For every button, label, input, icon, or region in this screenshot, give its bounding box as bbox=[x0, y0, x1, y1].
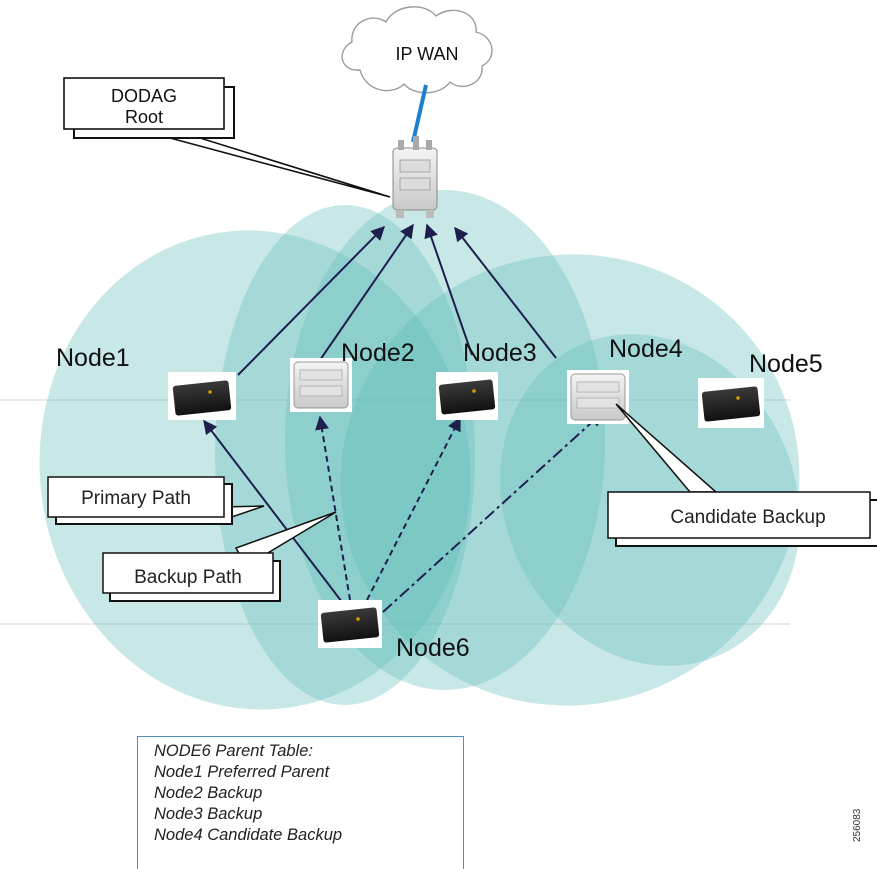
ip-wan-cloud: IP WAN bbox=[341, 6, 493, 94]
node1-label: Node1 bbox=[56, 344, 130, 372]
backup-path-arrow-node3 bbox=[366, 416, 461, 601]
node6: Node6 bbox=[318, 600, 470, 662]
primary-path-callout: Primary Path bbox=[47, 476, 265, 525]
node2: Node2 bbox=[290, 339, 415, 412]
parent-table-row-node4: Node4 Candidate Backup bbox=[154, 826, 343, 844]
primary-path-arrow bbox=[203, 419, 343, 603]
coverage-area-node4 bbox=[340, 254, 800, 706]
parent-table-row-node1: Node1 Preferred Parent bbox=[154, 763, 330, 781]
node1: Node1 bbox=[56, 344, 236, 420]
node2-label: Node2 bbox=[341, 339, 415, 367]
node5: Node5 bbox=[698, 350, 823, 428]
uplink-node4-root bbox=[454, 226, 557, 359]
wan-link bbox=[411, 84, 428, 143]
router-black-icon bbox=[438, 379, 496, 415]
uplink-node3-root bbox=[424, 223, 473, 356]
dodag-root-device bbox=[392, 136, 438, 218]
node3-label: Node3 bbox=[463, 339, 537, 367]
parent-table-row-node2: Node2 Backup bbox=[154, 784, 263, 802]
cloud-label: IP WAN bbox=[395, 44, 458, 64]
dodag-root-label-line1: DODAG bbox=[111, 86, 177, 106]
node6-label: Node6 bbox=[396, 634, 470, 662]
router-white-icon bbox=[570, 373, 626, 421]
router-icon bbox=[392, 136, 438, 218]
node6-paths bbox=[203, 412, 604, 613]
uplink-node2-root bbox=[319, 223, 414, 361]
router-black-icon bbox=[701, 386, 761, 422]
uplink-node1-root bbox=[237, 226, 385, 376]
router-black-icon bbox=[320, 607, 380, 643]
primary-path-label: Primary Path bbox=[81, 488, 191, 509]
candidate-backup-callout: Candidate Backup bbox=[607, 403, 877, 547]
parent-table-row-node3: Node3 Backup bbox=[154, 805, 263, 823]
router-white-icon bbox=[293, 361, 349, 409]
figure-id-text: 256083 bbox=[852, 808, 863, 842]
backup-path-arrow-node2 bbox=[315, 415, 351, 601]
router-black-icon bbox=[172, 380, 232, 416]
node3: Node3 bbox=[436, 339, 537, 420]
backup-path-label: Backup Path bbox=[134, 567, 242, 588]
candidate-backup-arrow bbox=[382, 412, 604, 613]
node4: Node4 bbox=[567, 335, 683, 424]
cloud-icon bbox=[341, 6, 493, 94]
coverage-area-node3 bbox=[285, 190, 605, 690]
dodag-root-label-line2: Root bbox=[125, 107, 163, 127]
node4-label: Node4 bbox=[609, 335, 683, 363]
node6-parent-table: NODE6 Parent Table: Node1 Preferred Pare… bbox=[137, 736, 464, 869]
figure-id: 256083 bbox=[846, 784, 876, 844]
parent-table-title: NODE6 Parent Table: bbox=[154, 742, 313, 760]
uplinks-to-root bbox=[237, 223, 557, 376]
candidate-backup-label: Candidate Backup bbox=[670, 507, 825, 528]
dodag-root-callout: DODAG Root bbox=[63, 77, 391, 198]
backup-path-callout: Backup Path bbox=[102, 511, 337, 602]
node5-label: Node5 bbox=[749, 350, 823, 378]
